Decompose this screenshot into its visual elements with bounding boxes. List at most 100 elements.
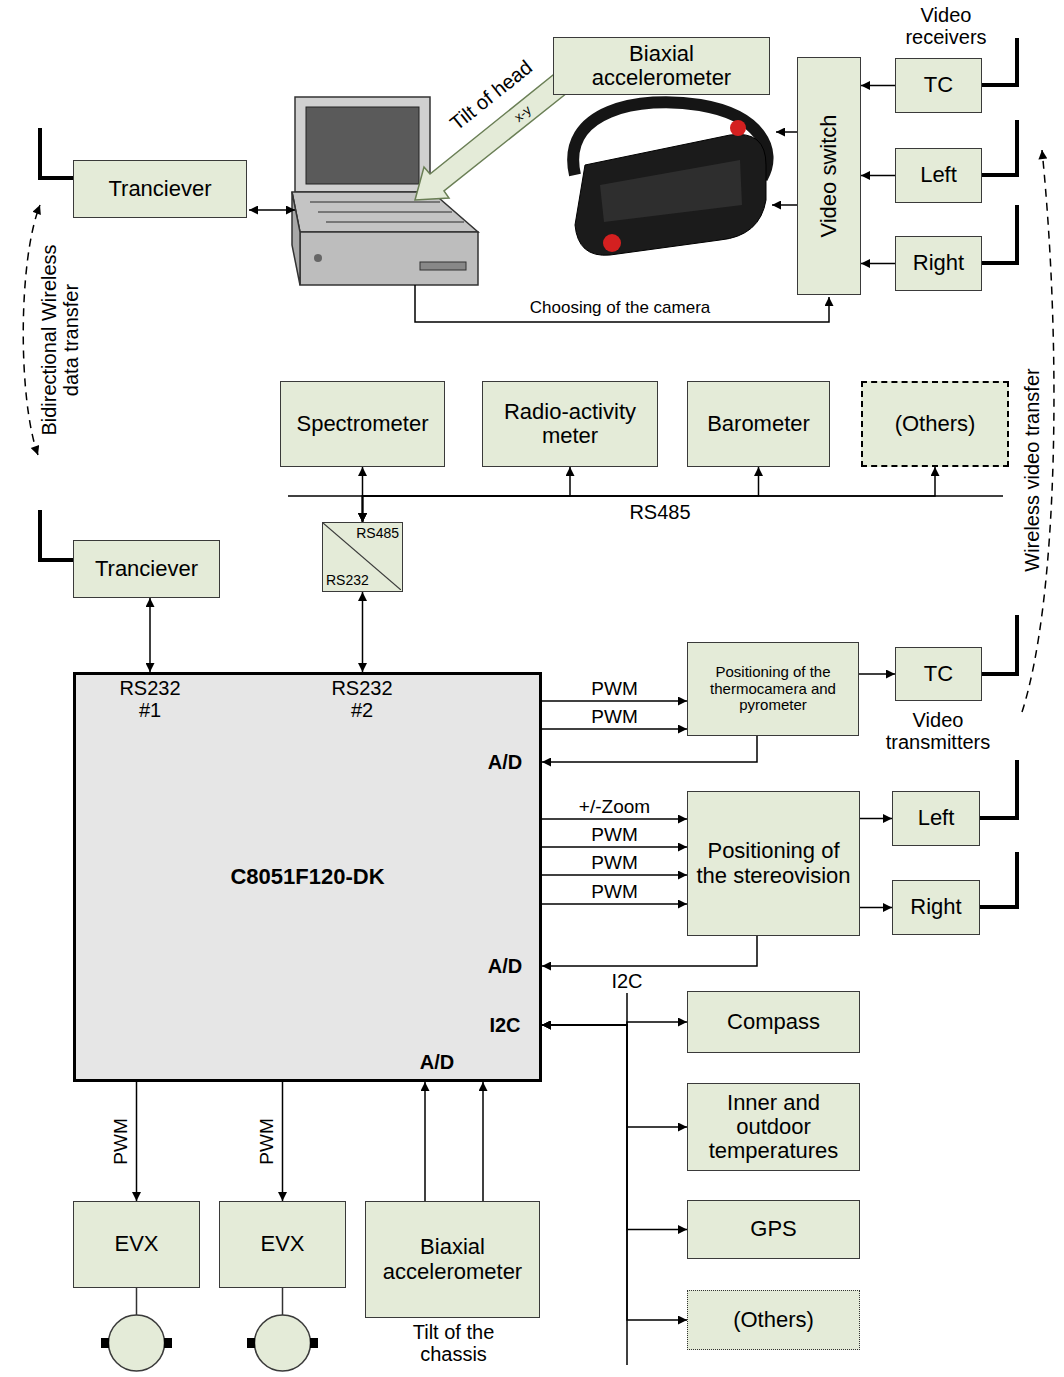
antenna: [980, 852, 1017, 907]
node-text: Biaxial accelerometer: [370, 1235, 535, 1283]
text-label: RS485: [620, 501, 700, 523]
camera-select-wire: [415, 285, 829, 322]
node-text: Tilt of the chassis: [386, 1321, 521, 1365]
signal-label: PWM: [565, 882, 665, 903]
connector: [363, 467, 936, 522]
node-text: (Others): [895, 412, 976, 436]
receiver-box: TC: [895, 58, 982, 113]
controller-board: C8051F120-DK: [73, 672, 542, 1082]
driver-box: EVX: [73, 1201, 200, 1288]
sensor-box: Compass: [687, 991, 860, 1053]
node-text: RS232: [326, 573, 369, 588]
instrument-box: Radio-activity meter: [482, 381, 658, 467]
node-text: Right: [910, 895, 961, 919]
laptop-front: [300, 232, 478, 285]
antenna: [982, 38, 1017, 85]
receiver-box: Right: [895, 236, 982, 291]
transceiver-box: Tranciever: [73, 160, 247, 218]
connector: [542, 1025, 687, 1230]
text-label: Bidirectional Wireless data transfer: [38, 225, 82, 455]
video-wire: [776, 131, 797, 133]
converter-diagonal: [323, 523, 401, 590]
laptop-side: [292, 192, 300, 285]
connector: [860, 818, 892, 820]
connector: [542, 1025, 687, 1320]
signal-label: +/-Zoom: [565, 797, 665, 818]
laptop-port: [314, 254, 322, 262]
motor-tab: [310, 1338, 318, 1348]
connector: [860, 907, 892, 909]
connector: [542, 846, 687, 848]
connector: [424, 1082, 426, 1201]
receiver-box: Left: [895, 148, 982, 203]
signal-label: PWM: [565, 707, 665, 728]
text-label: I2C: [602, 970, 652, 992]
connector: [861, 175, 895, 177]
node-text: TC: [924, 73, 953, 97]
connector: [542, 936, 757, 966]
wireless-link: [1022, 150, 1054, 712]
node-text: Left: [918, 806, 955, 830]
headset-button: [730, 120, 746, 136]
connector: [542, 818, 687, 820]
positioner-box: Positioning of the stereovision: [687, 791, 860, 936]
optional-box: (Others): [687, 1290, 860, 1350]
laptop-screen: [306, 107, 419, 184]
connector: [363, 467, 571, 522]
node-text: EVX: [260, 1232, 304, 1256]
connector: [542, 728, 687, 730]
converter-box: RS485RS232: [322, 522, 403, 592]
transmitter-box: Right: [892, 880, 980, 935]
antenna: [982, 615, 1017, 674]
positioner-box: Positioning of the thermocamera and pyro…: [687, 642, 859, 736]
node-text: Barometer: [707, 412, 810, 436]
node-text: Radio-activity meter: [487, 400, 653, 448]
transceiver-box: Tranciever: [73, 540, 220, 598]
antenna: [982, 120, 1017, 175]
switch-box: Video switch: [797, 57, 861, 295]
video-wire: [772, 204, 797, 206]
connector: [149, 598, 151, 672]
signal-label: PWM: [110, 1091, 131, 1191]
connector: [363, 467, 759, 522]
motor-shaft: [282, 1288, 284, 1315]
laptop-keys: [310, 202, 464, 222]
connector: [136, 1082, 138, 1201]
node-text: GPS: [750, 1217, 796, 1241]
transmitter-box: TC: [895, 647, 982, 701]
motor-symbol: [255, 1315, 311, 1371]
sensor-box: GPS: [687, 1200, 860, 1259]
laptop-keyboard: [292, 192, 478, 232]
node-text: Right: [913, 251, 964, 275]
antenna: [40, 128, 73, 178]
node-text: C8051F120-DK: [230, 865, 384, 889]
motor-tab: [164, 1338, 172, 1348]
driver-box: EVX: [219, 1201, 346, 1288]
node-text: EVX: [114, 1232, 158, 1256]
text-label: RS232 #2: [322, 677, 402, 721]
text-label: Video receivers: [891, 4, 1001, 48]
text-label: Video transmitters: [873, 709, 1003, 753]
signal-label: PWM: [565, 679, 665, 700]
node-text: Video switch: [817, 63, 841, 289]
laptop-lid: [295, 97, 430, 192]
text-label: A/D: [475, 955, 535, 977]
connector: [542, 903, 687, 905]
text-label: A/D: [407, 1051, 467, 1073]
motor-shaft: [136, 1288, 138, 1315]
transmitter-box: Left: [892, 791, 980, 846]
text-label: Choosing of the camera: [490, 299, 750, 318]
node-text: RS485: [356, 526, 399, 541]
antenna: [982, 205, 1017, 263]
text-label: I2C: [475, 1014, 535, 1036]
motor-symbol: [109, 1315, 165, 1371]
sensor-box: Biaxial accelerometerTilt of the chassis: [365, 1201, 540, 1318]
node-text: Left: [920, 163, 957, 187]
connector: [282, 1082, 284, 1201]
node-text: TC: [924, 662, 953, 686]
node-text: Positioning of the stereovision: [692, 839, 855, 887]
instrument-box: Spectrometer: [280, 381, 445, 467]
headset-button: [603, 234, 621, 252]
laptop-drive: [420, 262, 466, 270]
